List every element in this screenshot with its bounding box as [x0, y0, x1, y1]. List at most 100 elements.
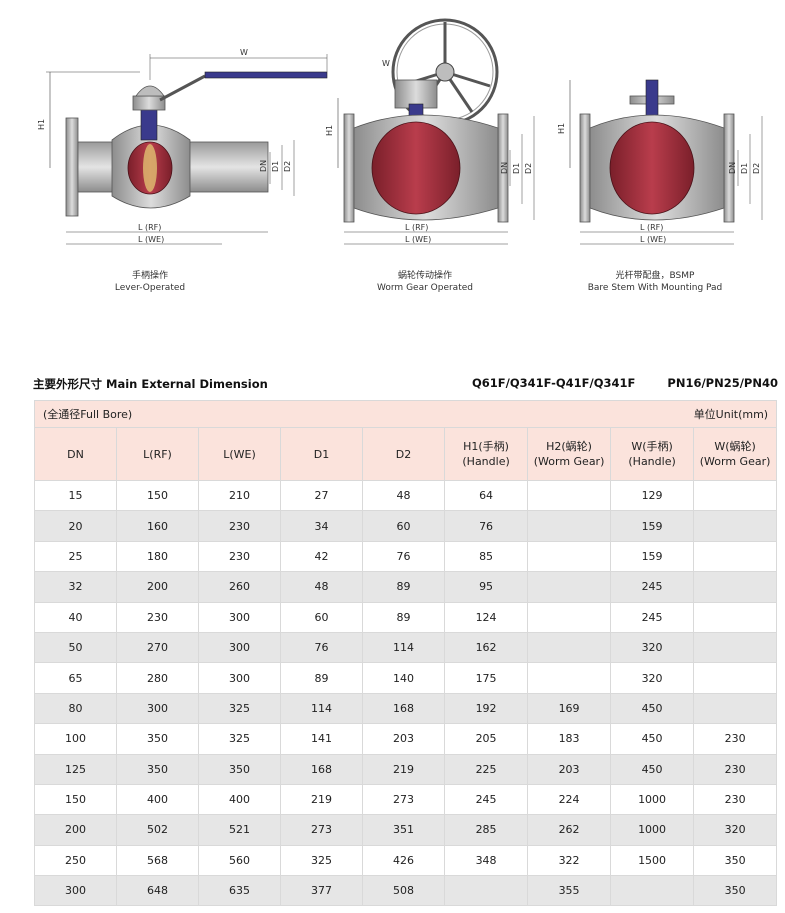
table-cell: 270 [116, 631, 199, 664]
table-cell: 400 [198, 783, 281, 816]
table-cell: 159 [610, 510, 695, 542]
bare-stem-drawing: H1 DN D1 D2 L (RF) L (WE) [557, 79, 763, 245]
table-cell: 351 [361, 814, 446, 846]
column-header: D2 [361, 427, 446, 481]
table-cell: 168 [280, 753, 363, 785]
lrf-label: L (RF) [138, 223, 161, 232]
table-cell: 162 [444, 631, 529, 664]
table-cell: 245 [610, 601, 695, 633]
table-cell: 85 [444, 540, 529, 573]
table-cell: 140 [361, 662, 446, 694]
table-cell [527, 540, 612, 573]
column-header: DN [34, 427, 117, 481]
table-cell: 508 [361, 875, 446, 907]
table-cell: 355 [527, 875, 612, 907]
table-cell: 95 [444, 571, 529, 603]
table-cell: 200 [116, 571, 199, 603]
table-cell: 325 [198, 723, 281, 755]
column-header-line: (Handle) [628, 455, 676, 468]
column-header: L(WE) [198, 427, 281, 481]
table-cell: 260 [198, 571, 281, 603]
column-header-line: H2(蜗轮) [546, 440, 592, 453]
table-cell: 230 [198, 540, 281, 573]
table-cell: 350 [116, 753, 199, 785]
table-cell [444, 875, 529, 907]
worm-gear-drawing: W H1 DN D1 D2 L (RF) L (WE) [325, 18, 535, 245]
table-cell: 76 [444, 510, 529, 542]
table-cell: 450 [610, 753, 695, 785]
table-cell: 100 [34, 723, 117, 755]
table-cell: 450 [610, 692, 695, 725]
column-header-line: W(蜗轮) [714, 440, 756, 453]
table-cell: 141 [280, 723, 363, 755]
full-bore-note: (全通径Full Bore) [33, 400, 445, 428]
table-cell: 89 [361, 601, 446, 633]
pressure-ratings: PN16/PN25/PN40 [667, 376, 778, 390]
table-cell: 76 [361, 540, 446, 573]
table-cell: 76 [280, 631, 363, 664]
table-cell: 560 [198, 844, 281, 877]
table-cell: 450 [610, 723, 695, 755]
column-header-line: W(手柄) [631, 440, 673, 453]
h1-label-3: H1 [557, 123, 566, 134]
table-cell: 262 [527, 814, 612, 846]
lwe-label-3: L (WE) [640, 235, 666, 244]
caption-cn: 光杆带配盘，BSMP [615, 271, 695, 281]
table-cell: 322 [527, 844, 612, 877]
table-cell [693, 662, 778, 694]
dn-label-2: DN [500, 162, 509, 174]
table-cell: 200 [34, 814, 117, 846]
table-cell: 300 [198, 662, 281, 694]
table-cell: 250 [34, 844, 117, 877]
table-cell: 40 [34, 601, 117, 633]
table-cell [693, 510, 778, 542]
table-cell: 89 [361, 571, 446, 603]
table-cell: 65 [34, 662, 117, 694]
caption-cn: 蜗轮传动操作 [397, 271, 452, 281]
table-cell: 114 [280, 692, 363, 725]
lrf-label-3: L (RF) [640, 223, 663, 232]
table-cell [610, 875, 695, 907]
lwe-label: L (WE) [138, 235, 164, 244]
table-cell: 169 [527, 692, 612, 725]
section-title: 主要外形尺寸 Main External Dimension [33, 377, 268, 391]
column-header-line: (Worm Gear) [533, 455, 605, 468]
column-header-line: D1 [313, 447, 330, 461]
table-cell: 285 [444, 814, 529, 846]
table-cell: 648 [116, 875, 199, 907]
table-cell: 350 [116, 723, 199, 755]
table-cell [527, 601, 612, 633]
table-cell: 50 [34, 631, 117, 664]
table-cell: 34 [280, 510, 363, 542]
column-header: H2(蜗轮) (Worm Gear) [527, 427, 612, 481]
lever-operated-drawing: W H1 DN D1 D2 L (RF) L (WE) [37, 48, 328, 245]
column-header: W(手柄) (Handle) [610, 427, 695, 481]
table-cell: 114 [361, 631, 446, 664]
table-cell: 1000 [610, 783, 695, 816]
d1-label: D1 [271, 161, 280, 172]
table-cell: 42 [280, 540, 363, 573]
table-cell: 175 [444, 662, 529, 694]
table-cell [527, 510, 612, 542]
table-cell: 27 [280, 479, 363, 512]
lever-operated-caption: 手柄操作 Lever-Operated [60, 270, 240, 294]
table-cell: 219 [361, 753, 446, 785]
d1-label-3: D1 [740, 163, 749, 174]
lrf-label-2: L (RF) [405, 223, 428, 232]
d2-label: D2 [283, 161, 292, 172]
d2-label-3: D2 [752, 163, 761, 174]
table-cell: 1500 [610, 844, 695, 877]
table-cell: 348 [444, 844, 529, 877]
table-cell [693, 692, 778, 725]
d1-label-2: D1 [512, 163, 521, 174]
w-label: W [240, 48, 248, 57]
